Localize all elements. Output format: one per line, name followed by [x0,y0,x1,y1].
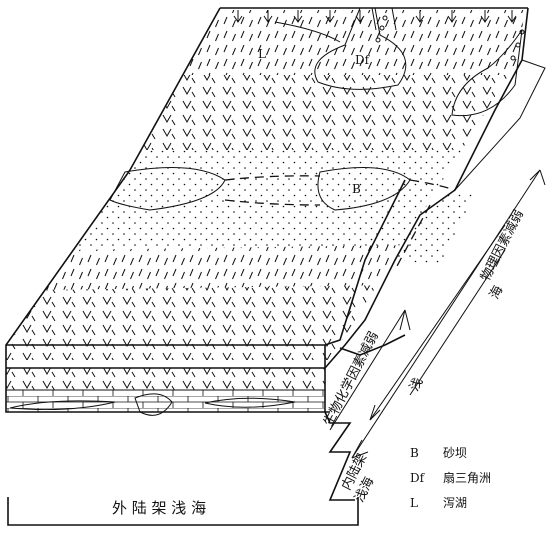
legend-code-0: B [410,446,419,460]
legend-code-1: Df [410,471,426,485]
sandbar-tag: B [352,182,361,196]
sea-label: 海 [487,283,506,301]
fan-delta-tag: Df [355,53,371,67]
legend-text-2: 泻湖 [443,495,467,510]
legend-text-1: 扇三角洲 [443,470,491,485]
legend-code-2: L [410,496,418,510]
legend: B 砂坝 Df 扇三角洲 L 泻湖 [410,446,491,510]
lagoon-tag: L [258,47,266,61]
phys-factors-label: 物理因素减弱 [478,207,527,283]
shallow-label: 浅 [407,375,426,393]
legend-text-0: 砂坝 [443,446,467,460]
outer-shelf-label: 外 陆 架 浅 海 [112,499,206,517]
